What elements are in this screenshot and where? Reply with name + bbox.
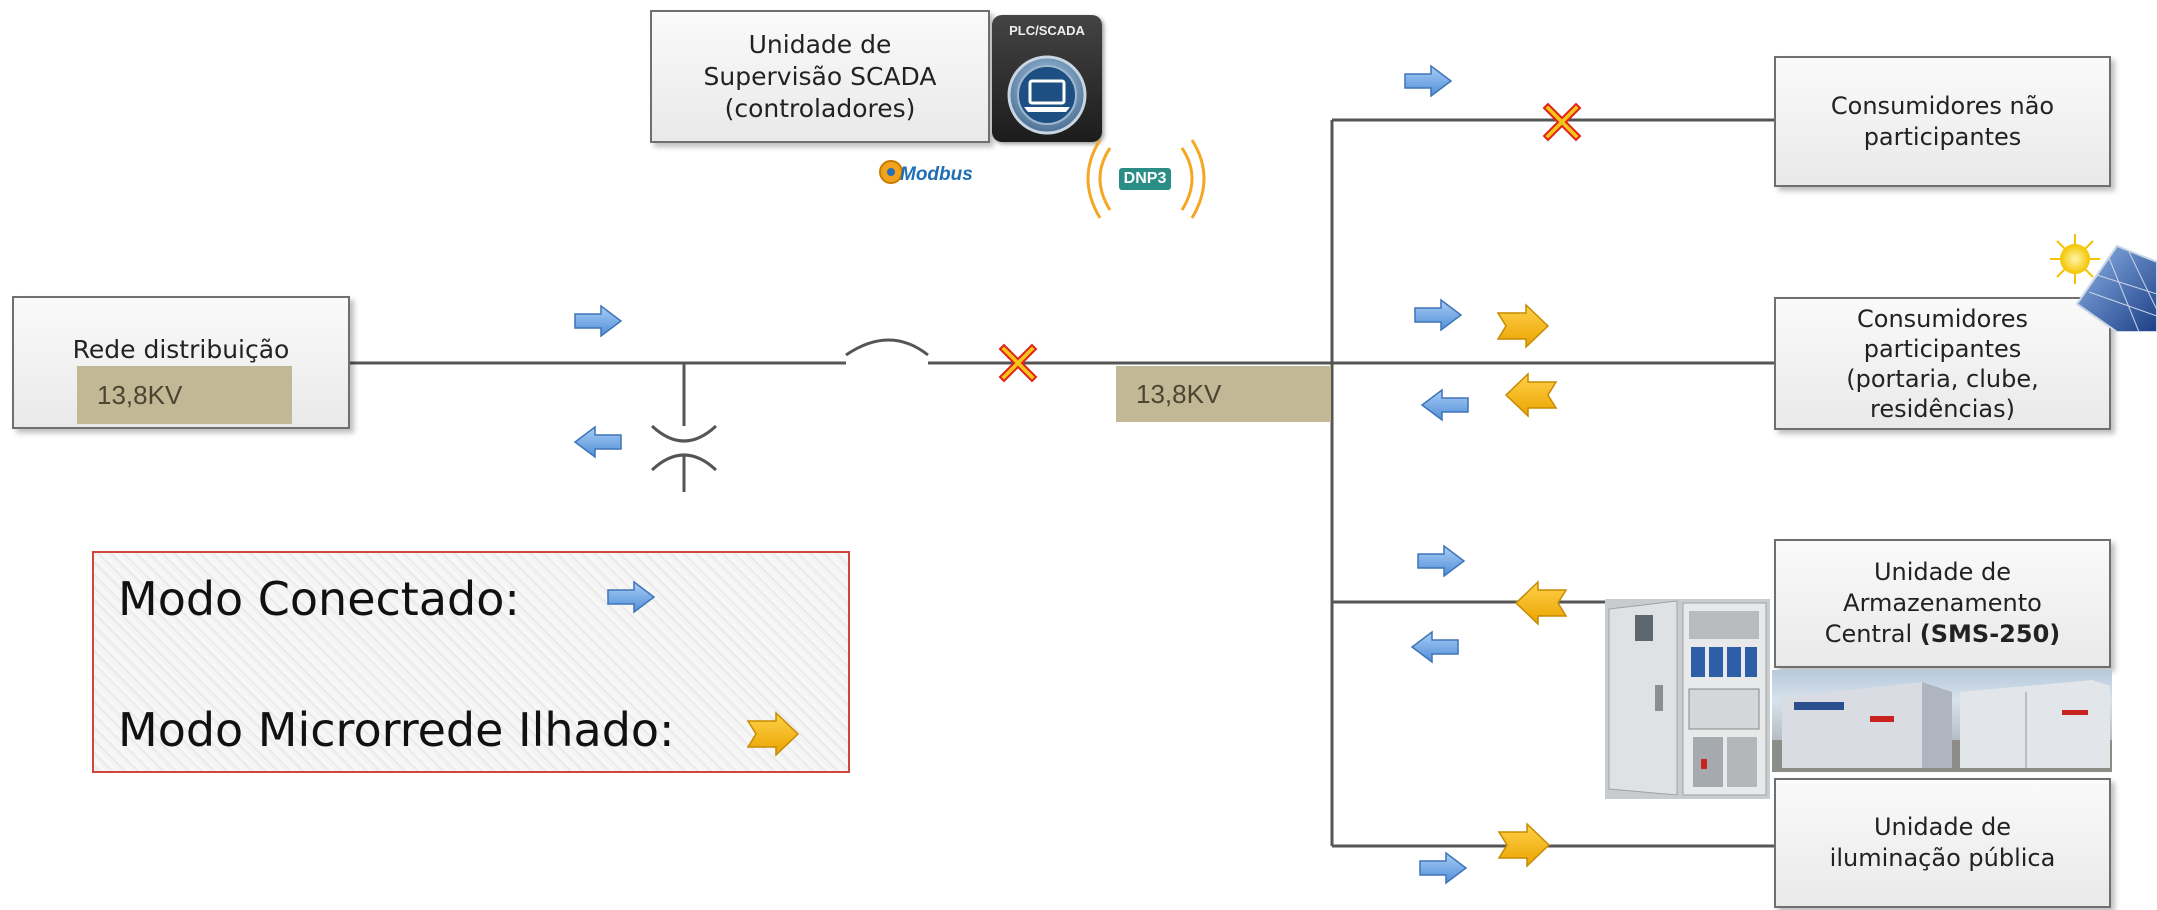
connected-arrow-icon xyxy=(1404,65,1452,97)
plc-scada-label: PLC/SCADA xyxy=(1009,23,1085,38)
load-2-line-3: (portaria, clube, xyxy=(1846,364,2039,393)
connected-arrow-icon xyxy=(1414,299,1462,331)
load-3-line-3: Central (SMS-250) xyxy=(1825,619,2060,650)
load-2-line-2: participantes xyxy=(1863,334,2022,363)
grid-label: Rede distribuição xyxy=(72,335,290,364)
scada-line-1: Unidade de xyxy=(748,29,892,59)
cabinet-illustration xyxy=(1605,599,1770,799)
breaker-open-icon-main xyxy=(998,343,1038,383)
load-3-line-3-text: Central xyxy=(1824,620,1920,648)
dnp3-logo: DNP3 xyxy=(1119,168,1171,190)
load-3-line-1: Unidade de xyxy=(1873,558,2011,586)
legend-box: Modo Conectado: Modo Microrrede Ilhado: xyxy=(92,551,850,773)
public-lighting-unit-box: Unidade de iluminação pública xyxy=(1774,778,2111,908)
legend-connected-label: Modo Conectado: xyxy=(118,572,520,626)
load-3-line-2: Armazenamento xyxy=(1843,589,2042,617)
transformer-winding-1 xyxy=(650,424,718,443)
load-2-line-1: Consumidores xyxy=(1857,304,2028,333)
islanded-arrow-icon xyxy=(1515,581,1567,625)
islanded-arrow-icon xyxy=(1497,304,1549,348)
load-4-line-1: Unidade de xyxy=(1873,813,2011,841)
connected-arrow-icon xyxy=(1411,631,1459,663)
load-2-line-4: residências) xyxy=(1870,394,2015,423)
storage-container-illustration xyxy=(1772,680,2112,772)
storage-container-photo xyxy=(1772,670,2112,772)
scada-line-2: Supervisão SCADA xyxy=(703,61,937,91)
non-participating-consumers-box: Consumidores não participantes xyxy=(1774,56,2111,187)
participating-consumers-box: Consumidores participantes (portaria, cl… xyxy=(1774,297,2111,430)
load-1-line-1: Consumidores não xyxy=(1830,91,2055,120)
grid-voltage-tag: 13,8KV xyxy=(77,366,292,424)
plc-scada-icon: PLC/SCADA xyxy=(992,15,1102,142)
scada-supervision-box: Unidade de Supervisão SCADA (controlador… xyxy=(650,10,990,143)
dnp3-signal-icon xyxy=(1086,139,1206,219)
islanded-arrow-icon xyxy=(1498,823,1550,867)
connected-arrow-icon xyxy=(1419,852,1467,884)
connected-arrow-icon xyxy=(574,305,622,337)
legend-islanded-label: Modo Microrrede Ilhado: xyxy=(118,703,675,757)
connected-arrow-icon xyxy=(574,426,622,458)
connected-arrow-icon xyxy=(1417,545,1465,577)
load-3-model: (SMS-250) xyxy=(1919,620,2061,648)
load-4-line-2: iluminação pública xyxy=(1829,844,2056,872)
switch-contact xyxy=(845,338,929,357)
breaker-open-icon-non-participants xyxy=(1542,102,1582,142)
bus-voltage-tag: 13,8KV xyxy=(1116,366,1331,422)
connected-arrow-icon xyxy=(1421,389,1469,421)
electrical-cabinet-photo xyxy=(1605,599,1770,799)
load-1-line-2: participantes xyxy=(1863,122,2022,151)
scada-line-3: (controladores) xyxy=(724,93,916,123)
modbus-gear-icon xyxy=(879,160,903,184)
central-storage-unit-box: Unidade de Armazenamento Central (SMS-25… xyxy=(1774,539,2111,668)
modbus-text: Modbus xyxy=(900,164,973,185)
islanded-arrow-icon xyxy=(1505,373,1557,417)
solar-panel-icon xyxy=(2050,234,2157,332)
laptop-icon xyxy=(1007,55,1087,135)
